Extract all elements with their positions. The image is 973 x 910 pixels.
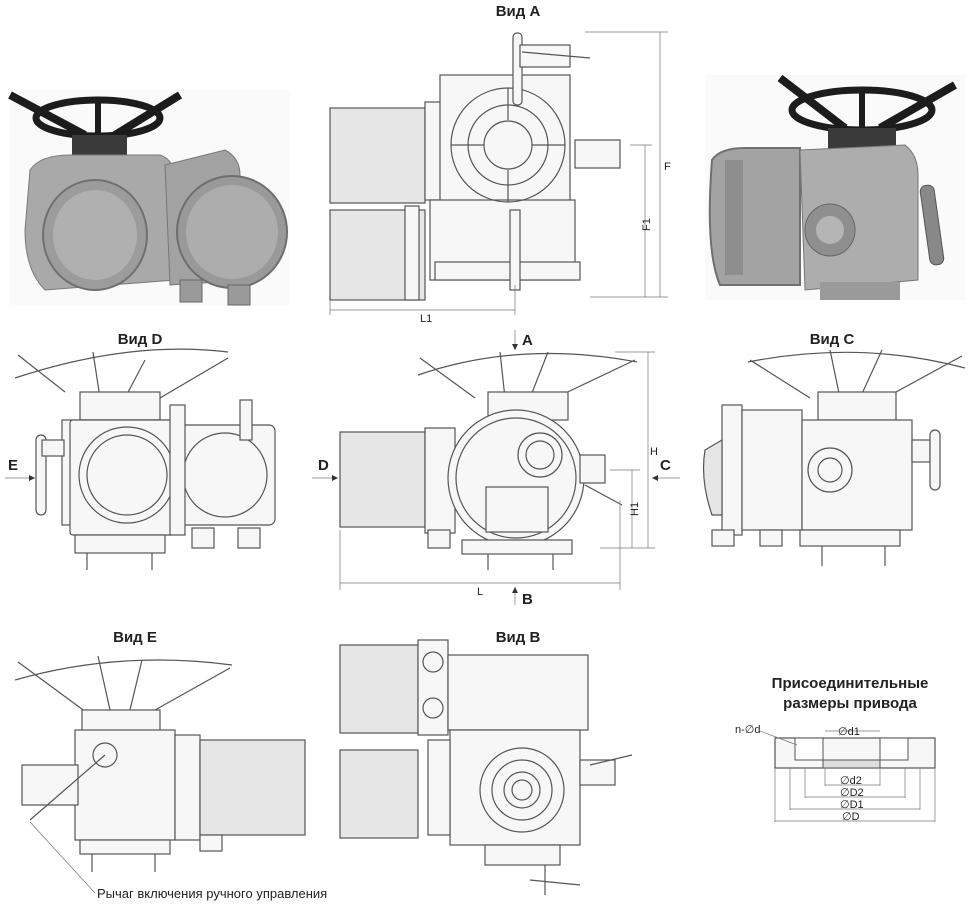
view-e-drawing [14, 655, 306, 894]
view-c-title: Вид C [810, 331, 855, 348]
actuator-photo-left [8, 90, 290, 306]
dim-l: L [477, 586, 483, 598]
view-e-title: Вид E [113, 629, 157, 646]
flange-detail-drawing [759, 730, 936, 822]
flange-title-line1: Присоединительные [772, 675, 929, 692]
arrow-e-label: E [8, 457, 18, 474]
actuator-photo-right [705, 74, 965, 300]
view-d-drawing [5, 348, 276, 570]
manual-lever-callout: Рычаг включения ручного управления [97, 886, 327, 901]
view-d-title: Вид D [118, 331, 163, 348]
dim-h: H [650, 446, 658, 458]
dim-h1: H1 [629, 502, 641, 516]
arrow-b-label: B [522, 591, 533, 608]
flange-D2: ∅D2 [840, 787, 864, 799]
dim-l1: L1 [420, 313, 432, 325]
view-b-title: Вид B [496, 629, 541, 646]
view-a-title: Вид A [496, 3, 541, 20]
dim-f: F [664, 161, 671, 173]
view-a-drawing [329, 31, 668, 315]
flange-D1: ∅D1 [840, 799, 864, 811]
arrow-a-label: A [522, 332, 533, 349]
arrow-c-label: C [660, 457, 671, 474]
flange-nd: n-∅d [735, 724, 760, 736]
view-b-drawing [339, 639, 633, 895]
dim-f1: F1 [641, 218, 653, 231]
flange-D: ∅D [842, 811, 860, 823]
center-front-drawing [312, 330, 680, 605]
flange-title-line2: размеры привода [783, 695, 917, 712]
arrow-d-label: D [318, 457, 329, 474]
view-c-drawing [702, 349, 966, 566]
flange-d2-small: ∅d2 [840, 775, 862, 787]
flange-d1: ∅d1 [838, 726, 860, 738]
